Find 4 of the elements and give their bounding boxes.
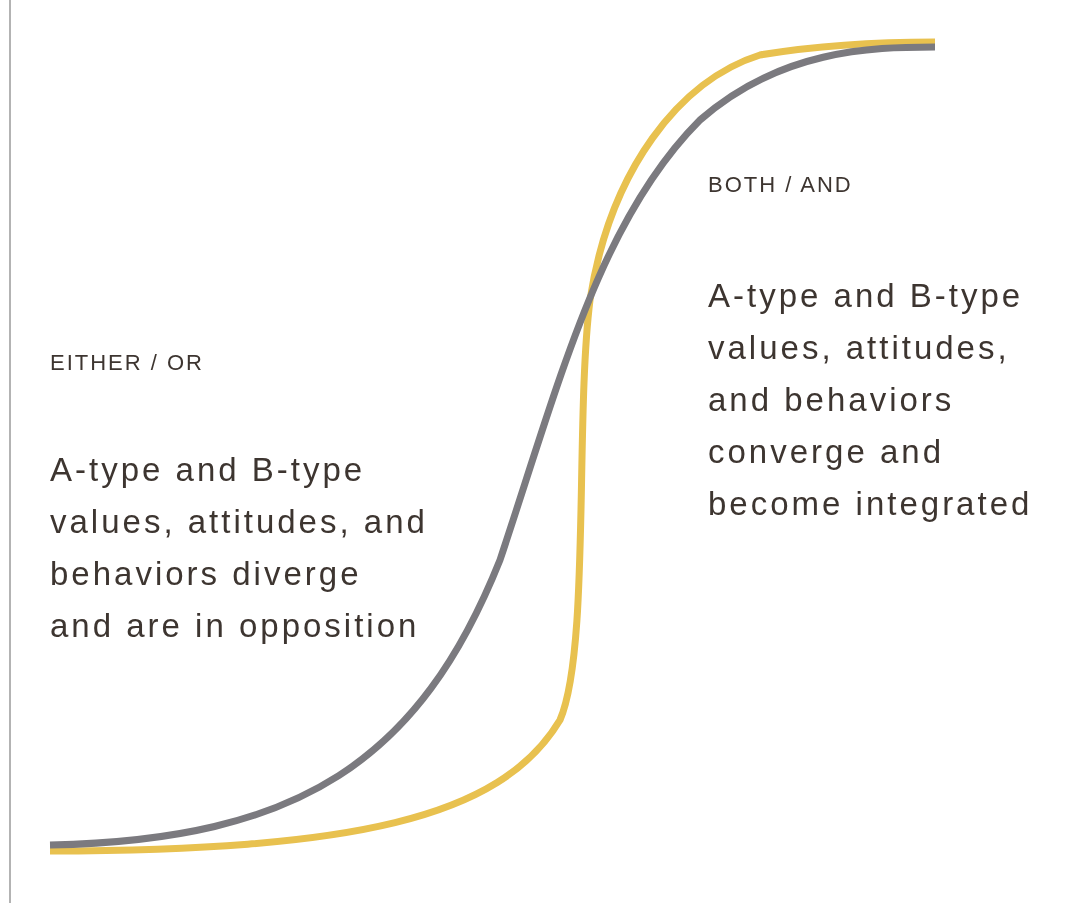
heading: EITHER / OR [50,350,204,376]
heading: BOTH / AND [708,172,853,198]
description-text: A-type and B-type values, attitudes, and behaviors converge and become integrated [708,276,1034,524]
description-text: A-type and B-type values, attitudes, and behaviors diverge and are in opposition [50,450,429,646]
